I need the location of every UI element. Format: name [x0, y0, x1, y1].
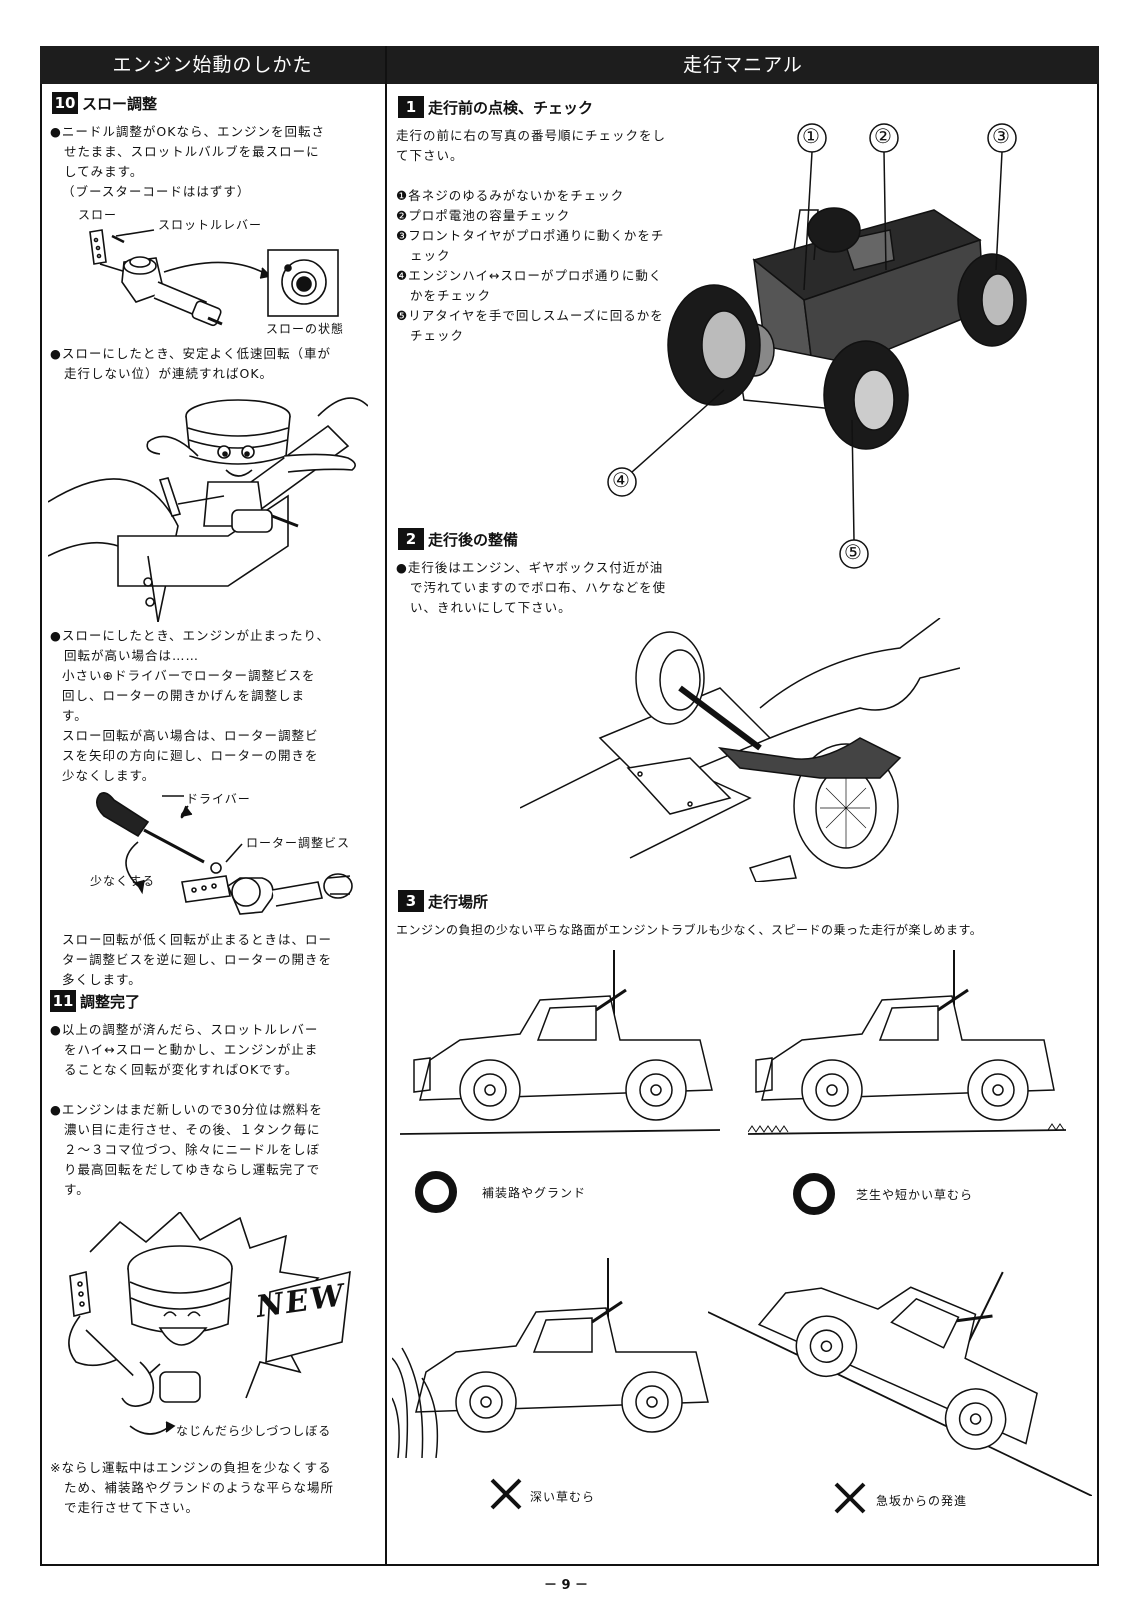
sec3-number: 3 [398, 890, 424, 912]
sec10-p4: スロー回転が低く回転が止まるときは、ローター調整ビスを逆に廻し、ローターの開きを… [62, 932, 333, 987]
sec1-check-list: ❶各ネジのゆるみがないかをチェック ❷プロポ電池の容量チェック ❸フロントタイヤ… [396, 186, 676, 346]
sec2-number: 2 [398, 528, 424, 550]
sec11-note: ※ならし運転中はエンジンの負担を少なくするため、補装路やグランドのような平らな場… [50, 1460, 335, 1515]
label-slow: スロー [78, 208, 118, 222]
sec11-title: 11 調整完了 [50, 990, 140, 1012]
throttle-illustration [89, 229, 339, 327]
sec11-p2: ●エンジンはまだ新しいので30分位は燃料を濃い目に走行させ、その後、１タンク毎に… [50, 1102, 323, 1197]
check-item-5: ❺リアタイヤを手で回しスムーズに回るかをチェック [396, 308, 664, 343]
sec10-number: 10 [52, 92, 78, 114]
cleaning-illustration [520, 618, 960, 882]
sec3-title-text: 走行場所 [428, 892, 489, 911]
truck-deep-grass-illustration [392, 1258, 709, 1458]
column-divider [385, 46, 387, 1566]
ok-circle-icon [415, 1171, 457, 1213]
sec10-p1: ●ニードル調整がOKなら、エンジンを回転させたまま、スロットルバルブを最スローに… [50, 124, 325, 179]
sec10-p1b: （ブースターコードははずす） [62, 184, 251, 199]
callout-5: ⑤ [844, 540, 863, 564]
ng-label-deep-grass: 深い草むら [530, 1490, 596, 1504]
callout-2: ② [874, 124, 893, 148]
page-number: － 9 － [543, 1578, 589, 1593]
left-header: エンジン始動のしかた [40, 46, 385, 84]
happy-engine-illustration [48, 397, 368, 622]
callout-1: ① [802, 124, 821, 148]
right-header: 走行マニアル [387, 46, 1099, 84]
ng-cross-icon [834, 1482, 866, 1514]
label-slow-state: スローの状態 [266, 322, 345, 336]
sec1-intro: 走行の前に右の写真の番号順にチェックをして下さい。 [396, 128, 667, 163]
ok-label-grass: 芝生や短かい草むら [856, 1188, 974, 1202]
sec3-intro: エンジンの負担の少ない平らな路面がエンジントラブルも少なく、スピードの乗った走行… [396, 923, 983, 937]
label-throttle-lever: スロットルレバー [158, 218, 263, 232]
sec10-p3c: スロー回転が高い場合は、ローター調整ビスを矢印の方向に廻し、ローターの開きを少な… [62, 728, 319, 783]
sec2-p1: ●走行後はエンジン、ギヤボックス付近が油で汚れていますのでボロ布、ハケなどを使い… [396, 560, 667, 615]
sec11-title-text: 調整完了 [80, 992, 141, 1011]
ng-label-slope: 急坂からの発進 [876, 1494, 968, 1508]
check-item-4: ❹エンジンハイ↔スローがプロポ通りに動くかをチェック [396, 268, 663, 303]
ok-label-paved: 補装路やグランド [482, 1186, 587, 1200]
check-item-2: ❷プロポ電池の容量チェック [396, 208, 571, 223]
label-rotor-screw: ローター調整ビス [246, 836, 351, 850]
sec10-title: 10 スロー調整 [52, 92, 157, 114]
truck-grass-illustration [748, 950, 1067, 1135]
callout-3: ③ [992, 124, 1011, 148]
check-item-1: ❶各ネジのゆるみがないかをチェック [396, 188, 625, 203]
sec10-p3b: 小さい⊕ドライバーでローター調整ビスを回し、ローターの開きかげんを調整します。 [62, 668, 316, 723]
sec2-title: 2 走行後の整備 [398, 528, 518, 550]
sec10-p3: ●スローにしたとき、エンジンが止まったり、回転が高い場合は…… [50, 628, 331, 663]
ng-cross-icon [490, 1478, 522, 1510]
sec10-p2: ●スローにしたとき、安定よく低速回転（車が走行しない位）が連続すればOK。 [50, 346, 332, 381]
truck-paved-illustration [400, 950, 721, 1135]
label-driver: ドライバー [186, 792, 251, 806]
sec11-p1: ●以上の調整が済んだら、スロットルレバーをハイ↔スローと動かし、エンジンが止まる… [50, 1022, 319, 1077]
sec1-number: 1 [398, 96, 424, 118]
label-squeeze: なじんだら少しづつしぼる [176, 1424, 332, 1438]
sec1-title-text: 走行前の点検、チェック [428, 98, 594, 117]
check-item-3a: ❸フロントタイヤがプロポ通りに動くかをチェック [396, 228, 665, 263]
sec2-title-text: 走行後の整備 [428, 530, 519, 549]
sec1-title: 1 走行前の点検、チェック [398, 96, 593, 118]
truck-slope-illustration [708, 1271, 1092, 1496]
screwdriver-illustration [96, 792, 353, 915]
new-engine-illustration [68, 1212, 351, 1435]
sec3-title: 3 走行場所 [398, 890, 488, 912]
sec10-title-text: スロー調整 [82, 94, 158, 113]
callout-4: ④ [612, 468, 631, 492]
sec11-number: 11 [50, 990, 76, 1012]
chassis-photo-illustration [607, 123, 1027, 569]
ok-circle-icon [793, 1173, 835, 1215]
